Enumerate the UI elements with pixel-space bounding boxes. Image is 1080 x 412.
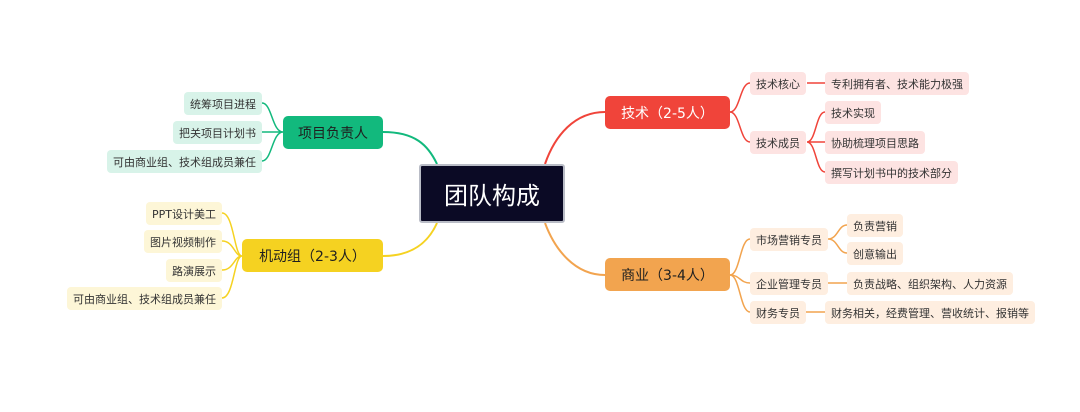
link-root-lead [382, 131, 438, 165]
link-biz-marketing [729, 238, 751, 276]
flex-item[interactable]: PPT设计美工 [146, 202, 222, 225]
lead-item[interactable]: 把关项目计划书 [173, 121, 262, 144]
finance-node[interactable]: 财务专员 [750, 301, 806, 324]
lead-item[interactable]: 统筹项目进程 [184, 92, 262, 115]
root-node[interactable]: 团队构成 [419, 164, 565, 223]
lead-item[interactable]: 可由商业组、技术组成员兼任 [107, 150, 262, 173]
link-root-flex [382, 222, 438, 257]
marketing-item[interactable]: 负责营销 [847, 214, 903, 237]
business-node[interactable]: 商业（3-4人） [605, 258, 730, 291]
tech-members-item[interactable]: 撰写计划书中的技术部分 [825, 161, 958, 184]
link-tech-core [729, 82, 751, 113]
tech-core-node[interactable]: 技术核心 [750, 72, 806, 95]
link-members-items [806, 111, 826, 173]
tech-core-item[interactable]: 专利拥有者、技术能力极强 [825, 72, 969, 95]
flex-item[interactable]: 图片视频制作 [144, 230, 222, 253]
link-tech-members [729, 111, 751, 143]
tech-members-item[interactable]: 协助梳理项目思路 [825, 131, 925, 154]
management-item[interactable]: 负责战略、组织架构、人力资源 [847, 272, 1013, 295]
management-node[interactable]: 企业管理专员 [750, 272, 828, 295]
link-marketing-items [827, 224, 848, 254]
flex-item[interactable]: 路演展示 [166, 259, 222, 282]
lead-node[interactable]: 项目负责人 [283, 116, 383, 149]
link-flex-items [221, 212, 243, 299]
tech-members-node[interactable]: 技术成员 [750, 131, 806, 154]
link-root-tech [544, 111, 606, 165]
link-biz-finance [729, 274, 751, 313]
marketing-node[interactable]: 市场营销专员 [750, 228, 828, 251]
link-lead-items [261, 102, 284, 162]
flex-node[interactable]: 机动组（2-3人） [242, 239, 383, 272]
flex-item[interactable]: 可由商业组、技术组成员兼任 [67, 287, 222, 310]
tech-members-item[interactable]: 技术实现 [825, 101, 881, 124]
tech-node[interactable]: 技术（2-5人） [605, 96, 730, 129]
finance-item[interactable]: 财务相关，经费管理、营收统计、报销等 [825, 301, 1035, 324]
marketing-item[interactable]: 创意输出 [847, 242, 903, 265]
link-root-business [544, 222, 606, 276]
